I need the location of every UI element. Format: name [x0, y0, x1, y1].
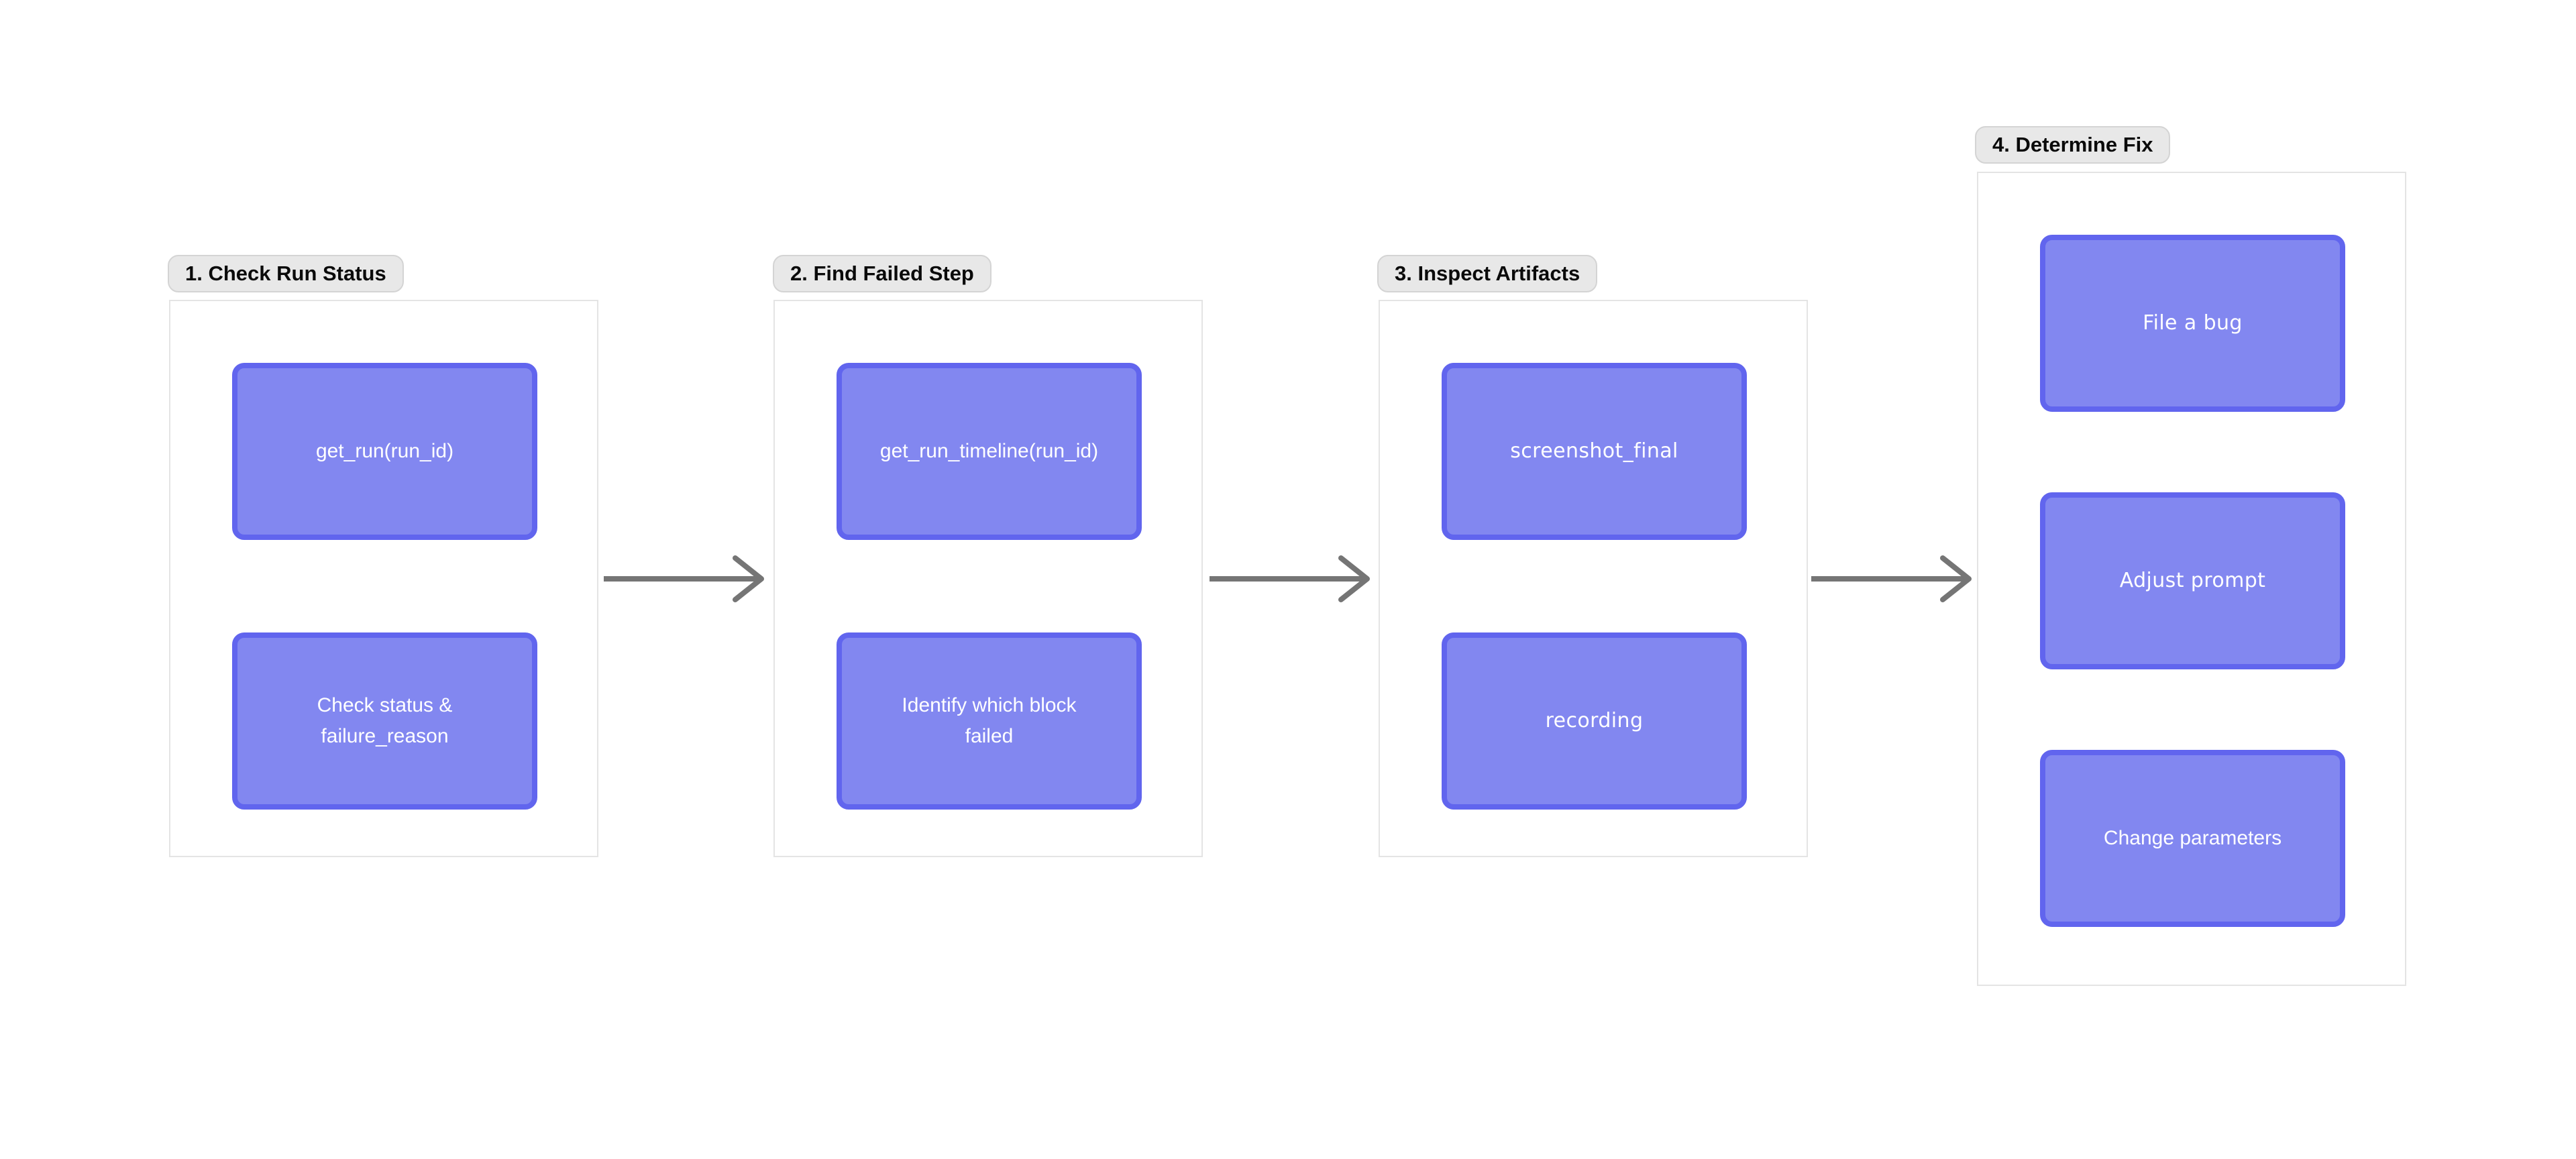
node-file-a-bug[interactable]: File a bug	[2040, 235, 2345, 412]
node-check-status-failure-reason[interactable]: Check status & failure_reason	[232, 632, 537, 810]
group-label-check-run-status: 1. Check Run Status	[168, 255, 404, 292]
arrow-inspect-artifacts-to-determine-fix	[1811, 555, 1972, 602]
group-label-determine-fix: 4. Determine Fix	[1975, 126, 2171, 164]
group-label-inspect-artifacts: 3. Inspect Artifacts	[1377, 255, 1598, 292]
group-label-find-failed-step: 2. Find Failed Step	[773, 255, 991, 292]
node-recording[interactable]: recording	[1442, 632, 1747, 810]
node-screenshot-final[interactable]: screenshot_final	[1442, 363, 1747, 540]
group-frame-determine-fix[interactable]: File a bug Adjust prompt Change paramete…	[1977, 172, 2406, 986]
group-frame-find-failed-step[interactable]: get_run_timeline(run_id) Identify which …	[773, 300, 1203, 857]
arrow-find-failed-step-to-inspect-artifacts	[1210, 555, 1370, 602]
node-change-parameters[interactable]: Change parameters	[2040, 750, 2345, 927]
node-adjust-prompt[interactable]: Adjust prompt	[2040, 492, 2345, 669]
group-frame-inspect-artifacts[interactable]: screenshot_final recording	[1379, 300, 1808, 857]
node-identify-which-block-failed[interactable]: Identify which block failed	[837, 632, 1142, 810]
node-get-run-timeline[interactable]: get_run_timeline(run_id)	[837, 363, 1142, 540]
group-frame-check-run-status[interactable]: get_run(run_id) Check status & failure_r…	[169, 300, 598, 857]
arrow-check-run-status-to-find-failed-step	[604, 555, 764, 602]
node-get-run[interactable]: get_run(run_id)	[232, 363, 537, 540]
